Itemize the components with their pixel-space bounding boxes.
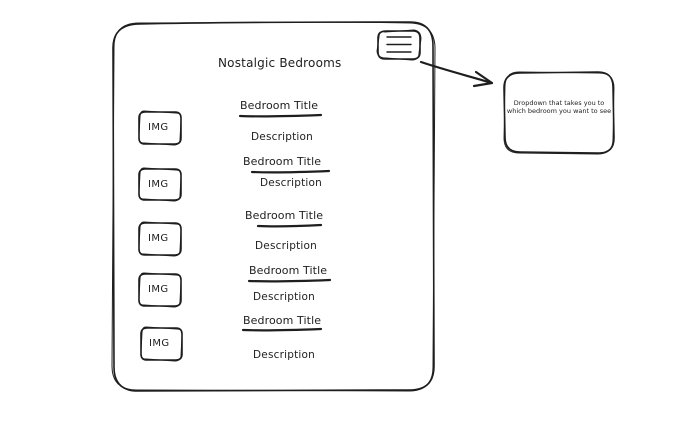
- page-title: Nostalgic Bedrooms: [218, 56, 342, 70]
- image-placeholder-frame: [138, 221, 182, 257]
- annotation-note-box: [503, 71, 615, 155]
- bedroom-description: Description: [253, 291, 316, 303]
- bedroom-description: Description: [253, 349, 316, 361]
- bedroom-title[interactable]: Bedroom Title: [245, 209, 324, 222]
- title-underline: [247, 278, 332, 283]
- bedroom-image-label: IMG: [148, 233, 169, 244]
- title-underline: [256, 223, 323, 228]
- image-placeholder-frame: [138, 272, 182, 308]
- bedroom-title[interactable]: Bedroom Title: [243, 155, 322, 168]
- page-frame: [111, 21, 436, 392]
- bedroom-image-label: IMG: [148, 122, 169, 133]
- bedroom-description: Description: [255, 240, 318, 252]
- hamburger-menu-icon[interactable]: [386, 36, 412, 53]
- bedroom-description: Description: [260, 177, 323, 189]
- bedroom-title[interactable]: Bedroom Title: [249, 264, 328, 277]
- title-underline: [241, 327, 323, 332]
- title-underline: [238, 113, 323, 118]
- bedroom-image-label: IMG: [149, 338, 170, 349]
- title-underline: [250, 169, 331, 174]
- bedroom-image-label: IMG: [148, 284, 169, 295]
- bedroom-image-label: IMG: [148, 179, 169, 190]
- image-placeholder-frame: [138, 167, 182, 202]
- bedroom-title[interactable]: Bedroom Title: [243, 314, 322, 327]
- image-placeholder-frame: [138, 110, 182, 146]
- bedroom-description: Description: [251, 131, 314, 143]
- image-placeholder-frame: [140, 326, 183, 362]
- annotation-arrow: [419, 60, 494, 88]
- annotation-note-text: Dropdown that takes you to which bedroom…: [506, 99, 612, 116]
- bedroom-title[interactable]: Bedroom Title: [240, 99, 319, 112]
- menu-button-frame[interactable]: [376, 29, 422, 61]
